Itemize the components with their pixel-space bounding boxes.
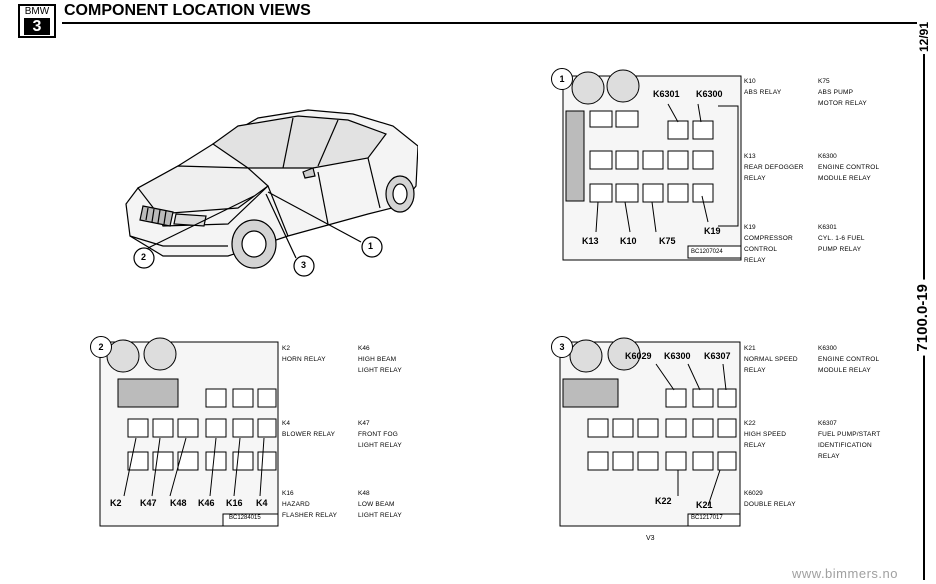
logo-brand: BMW [24, 6, 50, 17]
legend-2-code-0: K2 [282, 345, 290, 352]
legend-3-label-4: DOUBLE RELAY [744, 501, 796, 508]
legend-3-code-3: K6307 [818, 420, 837, 427]
logo-model: 3 [24, 18, 50, 35]
panel-2-callout-k47: K47 [140, 498, 157, 508]
legend-2-code-5: K48 [358, 490, 370, 497]
legend-1-label-0: ABS RELAY [744, 89, 782, 96]
panel-1-callout-k19: K19 [704, 226, 721, 236]
legend-3-code-4: K6029 [744, 490, 763, 497]
panel-1-drawing [562, 69, 742, 261]
panel-2-figure-code: BC1284015 [229, 515, 261, 521]
panel-3-drawing [559, 337, 741, 527]
watermark: www.bimmers.no [792, 566, 898, 581]
legend-3-code-0: K21 [744, 345, 756, 352]
page-title: COMPONENT LOCATION VIEWS [64, 2, 311, 19]
panel-2-callout-k16: K16 [226, 498, 243, 508]
section-code: 7100.0-19 [914, 280, 931, 356]
legend-1-code-1: K75 [818, 78, 830, 85]
car-illustration [125, 109, 418, 277]
legend-1-code-0: K10 [744, 78, 756, 85]
legend-2-code-1: K46 [358, 345, 370, 352]
side-date: 12/91 [917, 20, 931, 55]
panel-3-number: 3 [551, 336, 573, 358]
panel-1-callout-k6300: K6300 [696, 89, 723, 99]
car-callout-2: 2 [141, 252, 147, 262]
legend-3-code-2: K22 [744, 420, 756, 427]
legend-2-code-2: K4 [282, 420, 290, 427]
legend-1-code-3: K6300 [818, 153, 837, 160]
panel-2-drawing [99, 337, 279, 527]
bmw-logo: BMW 3 [18, 4, 56, 38]
panel-1-callout-k6301: K6301 [653, 89, 680, 99]
panel-1-number: 1 [551, 68, 573, 90]
legend-2-label-0: HORN RELAY [282, 356, 326, 363]
panel-1-figure-code: BC1207024 [691, 249, 723, 255]
legend-2-label-2: BLOWER RELAY [282, 431, 336, 438]
panel-3-callout-k6300: K6300 [664, 351, 691, 361]
panel-3-figure-code: BC1217017 [691, 515, 723, 521]
legend-2-code-3: K47 [358, 420, 370, 427]
panel-2-callout-k46: K46 [198, 498, 215, 508]
panel-1-callout-k75: K75 [659, 236, 676, 246]
panel-3-callout-k6029: K6029 [625, 351, 652, 361]
legend-1-code-4: K19 [744, 224, 756, 231]
panel-3-callout-k21: K21 [696, 500, 713, 510]
legend-1-code-2: K13 [744, 153, 756, 160]
panel-2-callout-k4: K4 [256, 498, 268, 508]
car-callout-3: 3 [301, 260, 307, 270]
legend-3-code-1: K6300 [818, 345, 837, 352]
panel-2-callout-k2: K2 [110, 498, 122, 508]
panel-2-callout-k48: K48 [170, 498, 187, 508]
page-number: V3 [646, 535, 655, 542]
panel-1-callout-k13: K13 [582, 236, 599, 246]
legend-1-code-5: K6301 [818, 224, 837, 231]
car-callout-1: 1 [368, 241, 374, 251]
panel-1-callout-k10: K10 [620, 236, 637, 246]
panel-2-number: 2 [90, 336, 112, 358]
panel-3-callout-k6307: K6307 [704, 351, 731, 361]
header-rule [62, 22, 918, 24]
panel-3-callout-k22: K22 [655, 496, 672, 506]
legend-2-code-4: K16 [282, 490, 294, 497]
